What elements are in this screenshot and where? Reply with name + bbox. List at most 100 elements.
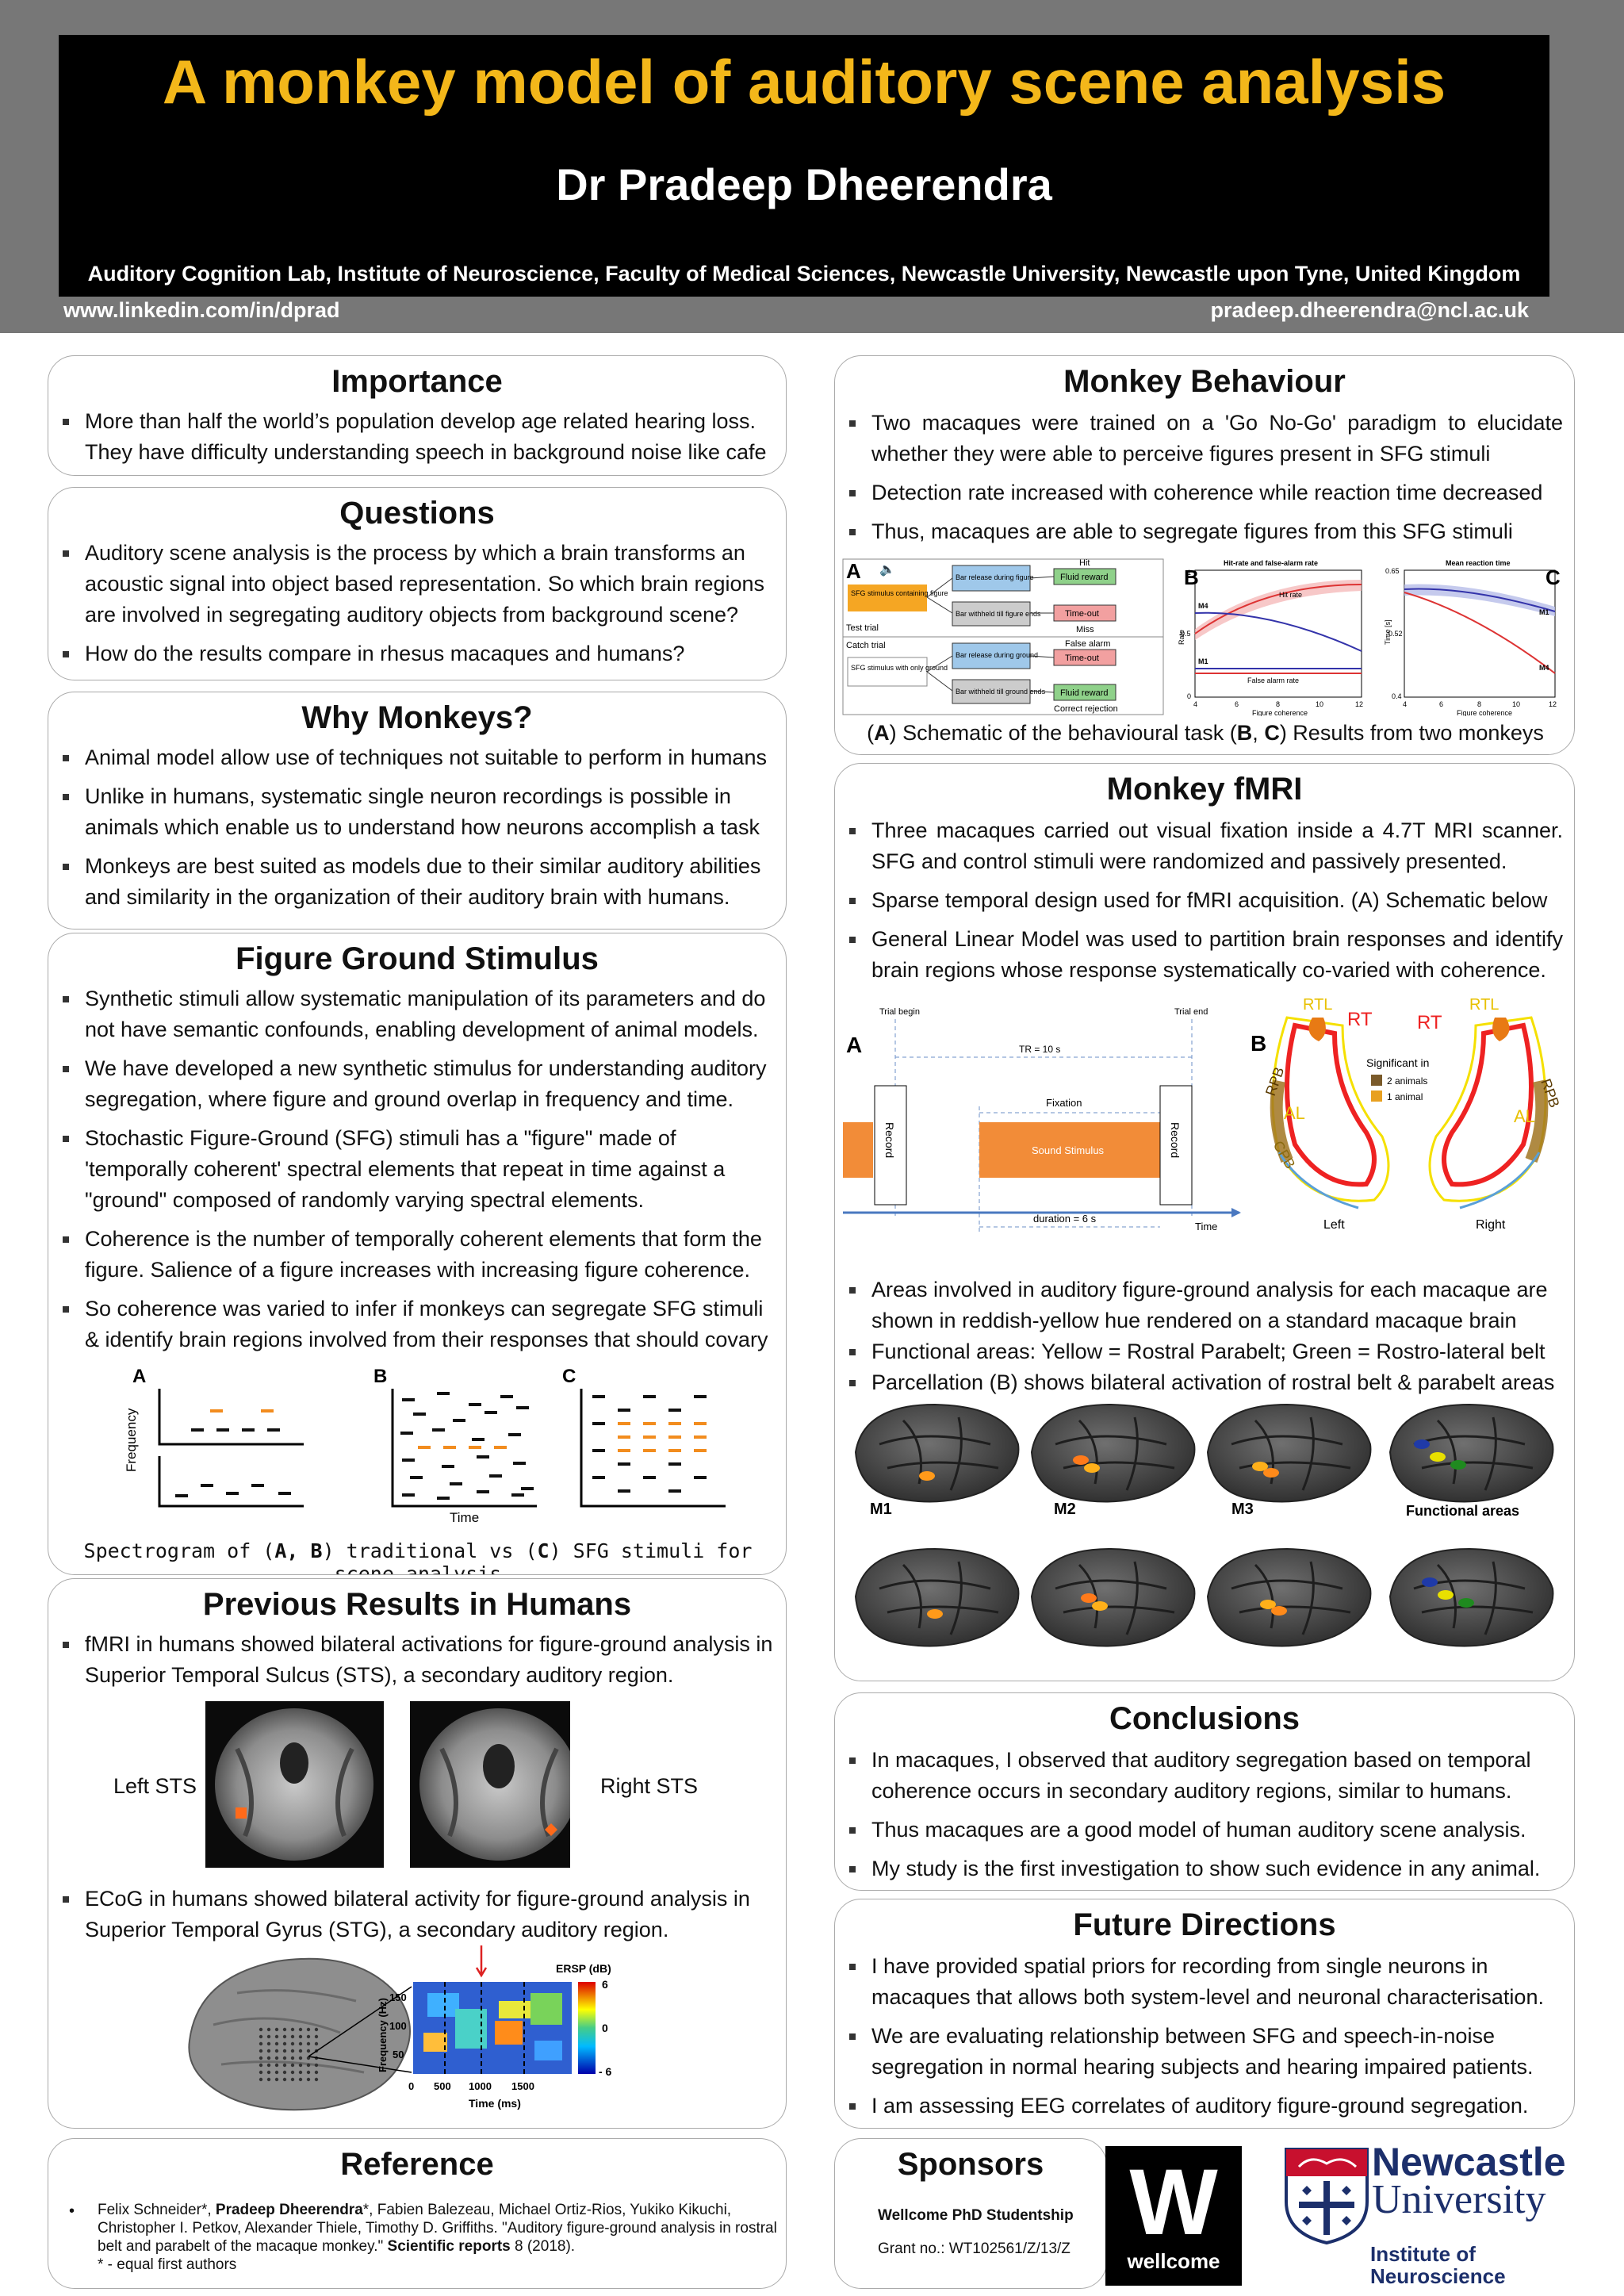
ecog-electrode — [282, 2041, 287, 2046]
record-label: Record — [883, 1122, 896, 1158]
humans-item: fMRI in humans showed bilateral activati… — [58, 1629, 775, 1691]
bar-release-ground-box — [952, 642, 1031, 669]
bar-release-ground-text: Bar release during ground — [956, 651, 1038, 659]
prev-stimulus-bar — [843, 1122, 873, 1178]
spectrogram-label-c: C — [562, 1366, 576, 1387]
tr-label: TR = 10 s — [1019, 1044, 1060, 1055]
university-wordmark: University — [1372, 2177, 1546, 2222]
activation-blob — [1260, 1600, 1276, 1609]
chart-b-m1-label: M1 — [1198, 657, 1208, 665]
sponsors-title: Sponsors — [897, 2147, 1044, 2182]
ecog-electrode — [259, 2077, 263, 2082]
left-label: Left — [1323, 1218, 1345, 1232]
ecog-electrode — [259, 2056, 263, 2060]
why-item: Animal model allow use of techniques not… — [58, 742, 775, 773]
ecog-electrode — [266, 2077, 271, 2082]
left-hemisphere-red — [1285, 1022, 1377, 1187]
timeout-text-2: Time-out — [1065, 654, 1099, 663]
ecog-electrode — [306, 2034, 311, 2039]
ecog-electrode — [306, 2063, 311, 2068]
why-item: Monkeys are best suited as models due to… — [58, 851, 775, 913]
correct-rejection-label: Correct rejection — [1054, 704, 1118, 714]
record-box-left — [874, 1085, 907, 1205]
brain-label-functional: Functional areas — [1406, 1503, 1519, 1519]
sfg-figure-text: SFG stimulus containing figure — [851, 589, 948, 597]
behaviour-title: Monkey Behaviour — [1063, 364, 1346, 399]
sfg-ground-text: SFG stimulus with only ground — [851, 664, 948, 672]
brain-render — [1030, 1547, 1196, 1647]
fmri-item: Sparse temporal design used for fMRI acq… — [845, 885, 1563, 916]
ecog-electrode — [290, 2027, 295, 2032]
email-link[interactable]: pradeep.dheerendra@ncl.ac.uk — [1210, 298, 1529, 322]
fgs-item: So coherence was varied to infer if monk… — [58, 1294, 775, 1355]
ecog-electrode — [298, 2027, 303, 2032]
chart-c-title: Mean reaction time — [1446, 559, 1511, 567]
importance-panel: Importance More than half the world’s po… — [48, 355, 787, 476]
fgs-item: Synthetic stimuli allow systematic manip… — [58, 983, 775, 1045]
ecog-electrode — [274, 2056, 279, 2060]
ecog-electrode — [266, 2041, 271, 2046]
ecog-electrode — [274, 2041, 279, 2046]
ecog-electrode — [259, 2070, 263, 2075]
ecog-ctick: 6 — [602, 1978, 608, 1991]
sound-stimulus-label: Sound Stimulus — [1032, 1144, 1105, 1156]
chart-b-xlabel: Figure coherence — [1252, 709, 1308, 716]
ecog-electrode — [282, 2027, 287, 2032]
studentship-label: Wellcome PhD Studentship — [878, 2207, 1074, 2224]
wellcome-logo: W wellcome — [1105, 2146, 1242, 2286]
left-sts-label: Left STS — [113, 1774, 197, 1798]
activation-blob — [1252, 1462, 1268, 1471]
chart-c-xlabel: Figure coherence — [1457, 709, 1512, 716]
humans-panel: Previous Results in Humans fMRI in human… — [48, 1578, 787, 2129]
questions-panel: Questions Auditory scene analysis is the… — [48, 487, 787, 680]
left-rtl-region — [1308, 1018, 1326, 1041]
ecog-electrode — [259, 2034, 263, 2039]
hit-rate-line-m1 — [1194, 611, 1362, 652]
activation-blob — [1271, 1606, 1287, 1616]
label-rtl-right: RTL — [1469, 996, 1499, 1014]
left-sts-activation — [236, 1807, 247, 1819]
sparse-design-schematic: A Trial begin Trial end TR = 10 s Record… — [843, 1007, 1241, 1233]
ecog-xtick: 1000 — [469, 2080, 492, 2092]
linkedin-link[interactable]: www.linkedin.com/in/dprad — [63, 298, 340, 322]
importance-title: Importance — [331, 364, 503, 399]
record-label-2: Record — [1169, 1122, 1182, 1158]
chart-c-xtick: 8 — [1477, 700, 1481, 708]
chart-b-title: Hit-rate and false-alarm rate — [1224, 559, 1318, 567]
label-al-right: AL — [1514, 1106, 1535, 1126]
fgs-item: Coherence is the number of temporally co… — [58, 1224, 775, 1286]
rt-line-m1 — [1404, 588, 1556, 612]
spectrogram-ylabel: Frequency — [124, 1408, 139, 1472]
activation-blob — [1084, 1463, 1100, 1473]
fmri-item: Functional areas: Yellow = Rostral Parab… — [845, 1336, 1574, 1367]
figure-ground-panel: Figure Ground Stimulus Synthetic stimuli… — [48, 933, 787, 1575]
chart-b-label: B — [1184, 565, 1199, 589]
ecog-electrode — [266, 2070, 271, 2075]
ecog-electrode — [306, 2049, 311, 2053]
chart-b-ytick: 0 — [1187, 692, 1191, 700]
neuroscience-label: Neuroscience — [1370, 2264, 1506, 2288]
parcellation-label-b: B — [1251, 1031, 1266, 1056]
bar-release-text: Bar release during figure — [956, 573, 1034, 581]
ecog-electrode — [306, 2070, 311, 2075]
newcastle-crest — [1285, 2148, 1369, 2244]
ecog-electrode — [314, 2063, 319, 2068]
spectrogram-label-b: B — [373, 1366, 387, 1387]
ecog-electrode — [282, 2077, 287, 2082]
importance-item: More than half the world’s population de… — [58, 406, 775, 468]
legend-two-animals: 2 animals — [1387, 1075, 1427, 1087]
label-rt-right: RT — [1417, 1012, 1442, 1033]
chart-b-xtick: 10 — [1316, 700, 1323, 708]
reference-title: Reference — [340, 2147, 494, 2182]
chart-b-fa-label: False alarm rate — [1247, 677, 1299, 684]
rt-line-m4 — [1404, 592, 1556, 674]
why-monkeys-title: Why Monkeys? — [301, 700, 533, 735]
sfg-figure-box — [848, 585, 927, 611]
newcastle-wordmark: Newcastle — [1372, 2140, 1566, 2184]
ecog-xtick: 500 — [434, 2080, 451, 2092]
conclusions-item: Thus macaques are a good model of human … — [845, 1815, 1563, 1846]
brain-render — [1388, 1547, 1554, 1647]
ecog-electrode — [259, 2027, 263, 2032]
header-box — [59, 35, 1549, 297]
reference-panel: Reference • Felix Schneider*, Pradeep Dh… — [48, 2138, 787, 2289]
